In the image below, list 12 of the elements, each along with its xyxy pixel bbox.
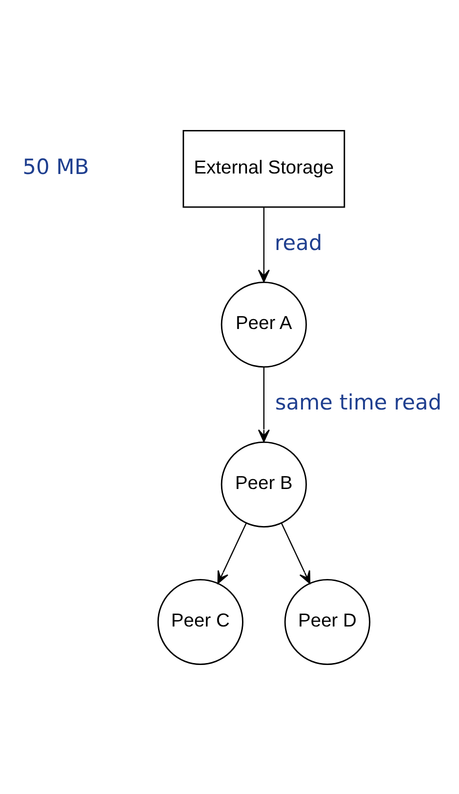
node-circle: Peer B <box>220 440 307 527</box>
arrow <box>281 522 310 584</box>
arrow <box>258 366 270 442</box>
node-circle: Peer A <box>220 281 307 368</box>
arrow <box>217 522 247 584</box>
node-circle: Peer D <box>284 578 370 664</box>
node-box: External Storage <box>182 130 346 208</box>
label: 50 MB <box>22 154 90 179</box>
node-circle: Peer C <box>157 578 244 664</box>
edge-label: read <box>274 229 322 254</box>
edge-label: same time read <box>275 389 442 414</box>
arrow <box>258 206 270 282</box>
